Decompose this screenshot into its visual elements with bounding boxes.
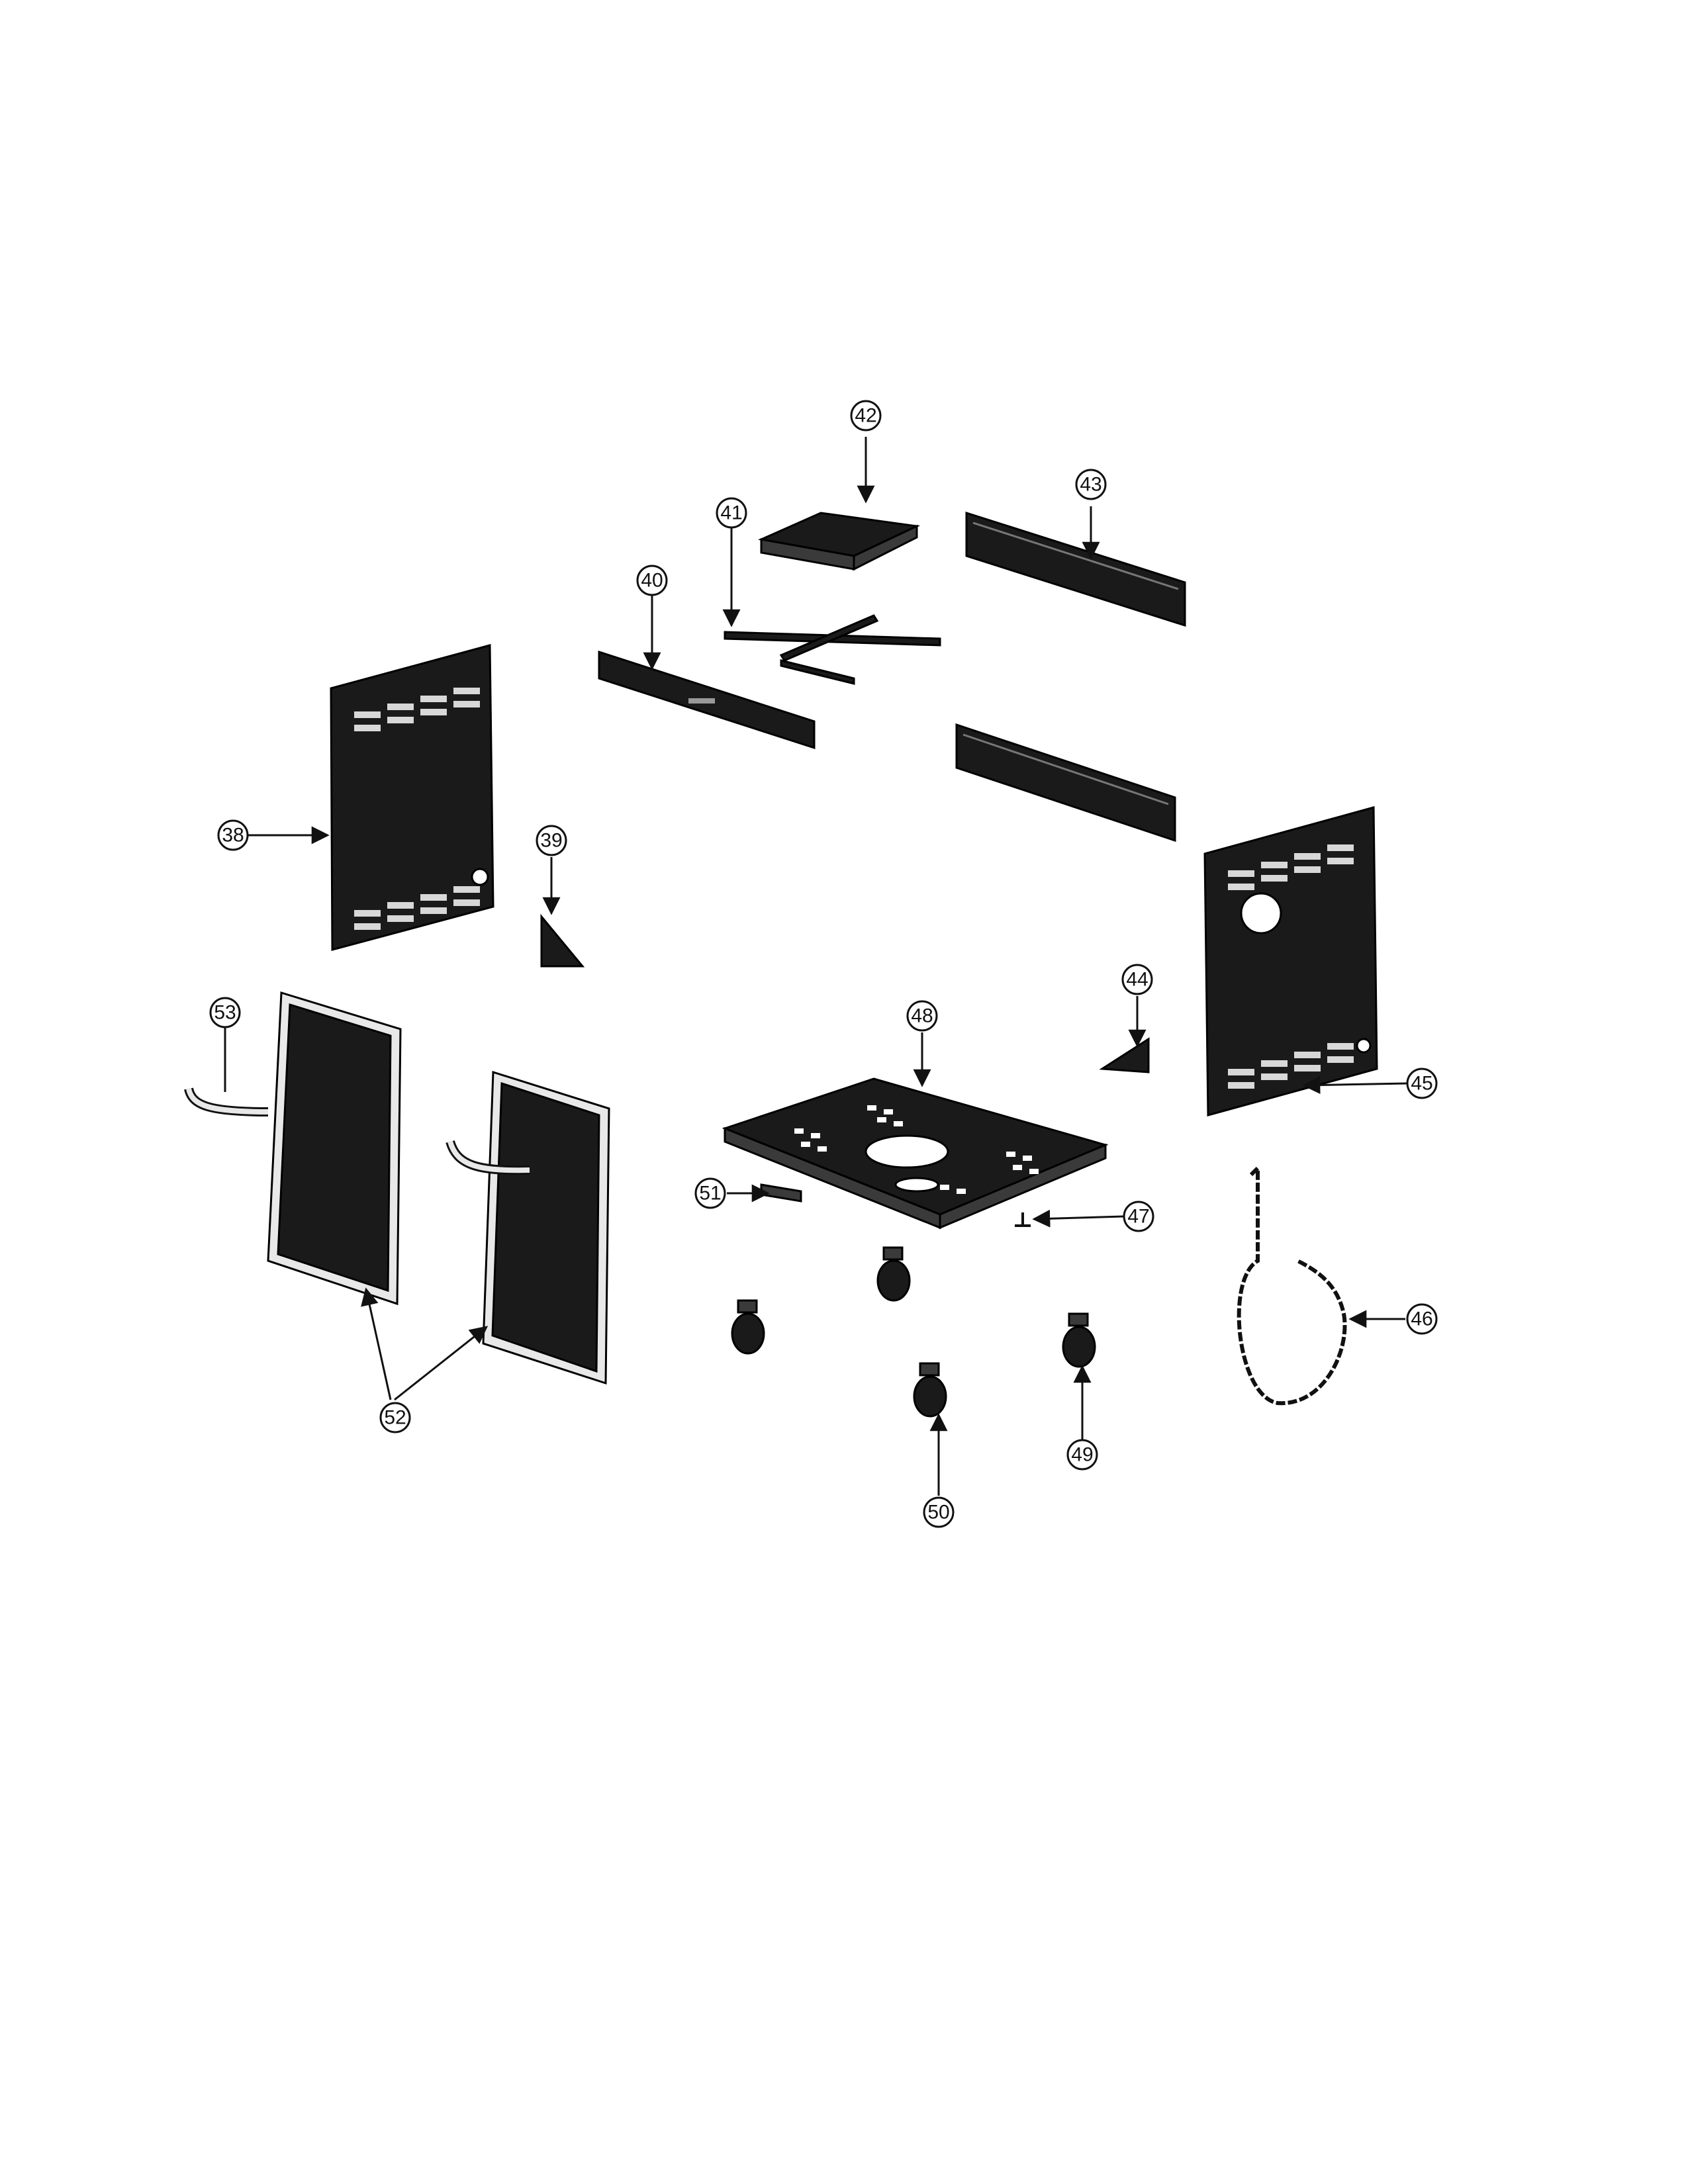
part-41-cross-bracket: [724, 614, 941, 685]
part-40-front-top-rail: [598, 650, 816, 750]
callout-52: 52: [379, 1402, 411, 1433]
part-39-left-gusset: [540, 913, 585, 968]
part-45-right-side-panel: [1203, 806, 1378, 1116]
callout-43-label: 43: [1080, 474, 1102, 496]
part-52-left-door: [267, 991, 402, 1306]
callout-46: 46: [1406, 1303, 1438, 1335]
callout-50: 50: [923, 1496, 955, 1528]
callout-53: 53: [209, 997, 241, 1028]
callout-40: 40: [636, 565, 668, 596]
part-53-handle: [184, 1087, 269, 1116]
part-42-top-tray: [757, 512, 921, 571]
callout-46-label: 46: [1411, 1308, 1432, 1330]
leader-lines: [224, 437, 1407, 1496]
callout-49-label: 49: [1071, 1444, 1093, 1466]
part-49-caster: [1062, 1312, 1096, 1368]
part-48-bottom-shelf: [722, 1077, 1109, 1230]
part-50-caster: [913, 1362, 947, 1418]
callout-52-label: 52: [384, 1407, 406, 1429]
callout-47: 47: [1123, 1201, 1154, 1232]
callout-39-label: 39: [540, 830, 562, 852]
callout-40-label: 40: [641, 570, 663, 592]
callout-45-label: 45: [1411, 1073, 1432, 1095]
part-47-screw: [1015, 1212, 1031, 1227]
callout-49: 49: [1066, 1439, 1098, 1471]
callout-39: 39: [536, 825, 567, 856]
callout-42: 42: [850, 400, 882, 432]
part-52-right-door: [482, 1070, 610, 1385]
part-44-right-gusset: [1099, 1037, 1150, 1073]
caster-upper: [876, 1246, 911, 1302]
callout-38-label: 38: [222, 825, 244, 846]
callout-47-label: 47: [1127, 1206, 1149, 1228]
rear-bottom-rail: [955, 723, 1176, 842]
callout-41: 41: [716, 497, 747, 529]
part-43-rear-top-rail: [965, 511, 1186, 627]
callout-44: 44: [1121, 964, 1153, 995]
callout-50-label: 50: [927, 1502, 949, 1524]
door-handle-on-door: [445, 1140, 530, 1175]
callout-38: 38: [217, 819, 249, 851]
callout-51: 51: [694, 1177, 726, 1209]
callout-42-label: 42: [855, 405, 876, 427]
callout-48: 48: [906, 1000, 938, 1032]
callout-44-label: 44: [1126, 969, 1148, 991]
part-38-left-side-panel: [330, 644, 494, 951]
callout-45: 45: [1406, 1068, 1438, 1099]
callout-41-label: 41: [720, 502, 742, 524]
callout-51-label: 51: [699, 1183, 721, 1205]
callout-53-label: 53: [214, 1002, 236, 1024]
callout-48-label: 48: [911, 1005, 933, 1027]
caster-left: [731, 1299, 765, 1355]
part-46-wire-ring: [1237, 1163, 1347, 1406]
callout-43: 43: [1075, 469, 1107, 500]
